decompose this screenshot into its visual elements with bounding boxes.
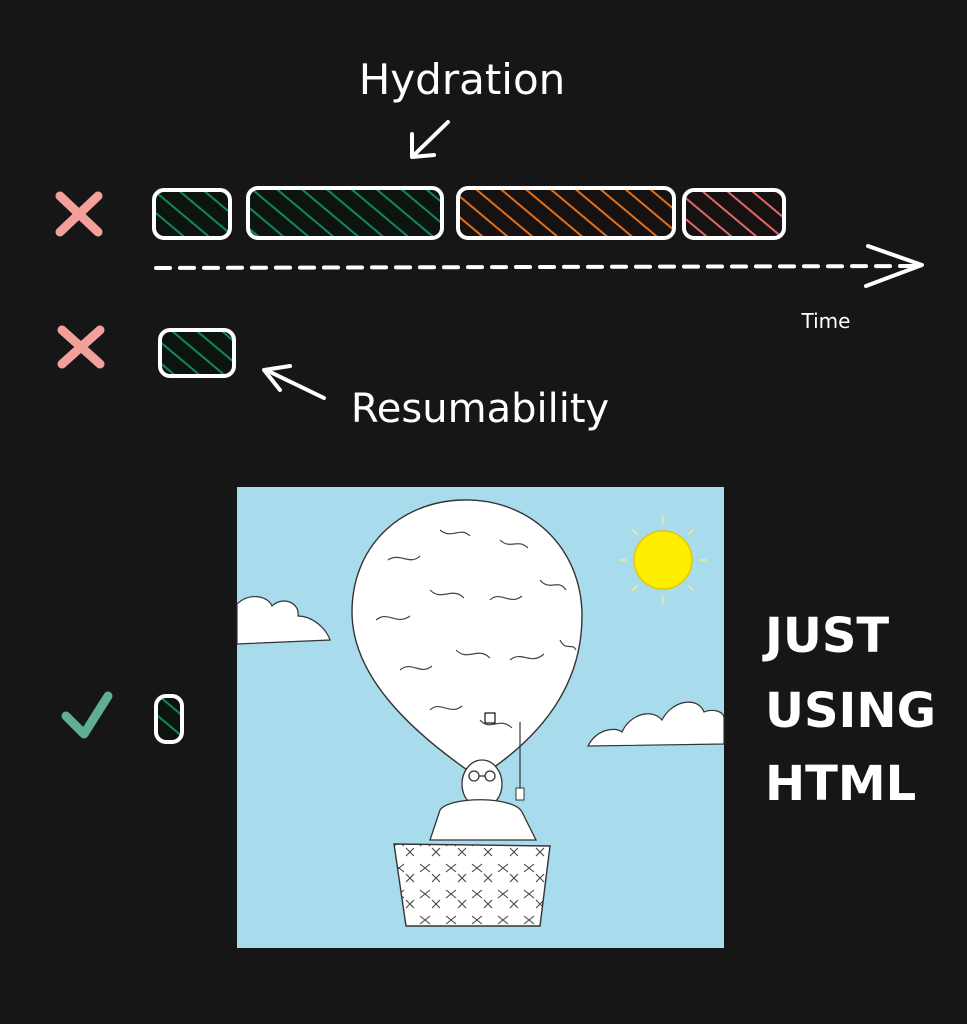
hydration-label: Hydration bbox=[359, 55, 566, 104]
time-axis-arrow bbox=[154, 244, 924, 288]
passenger bbox=[429, 759, 538, 841]
timeline-segments bbox=[152, 186, 786, 240]
timeline-segment-2 bbox=[246, 186, 444, 240]
slogan-line3: HTML bbox=[765, 756, 916, 812]
slogan: JUST USING HTML bbox=[762, 608, 936, 812]
timeline-segment-4 bbox=[682, 188, 786, 240]
hot-air-balloon-illustration bbox=[236, 487, 725, 948]
zero-label: 0 bbox=[159, 707, 178, 742]
cloud-left bbox=[236, 596, 331, 645]
status-check-icon-row3 bbox=[61, 691, 113, 739]
slogan-line2: USING bbox=[765, 683, 936, 739]
status-cross-icon-row2 bbox=[57, 325, 105, 369]
status-cross-icon-row1 bbox=[55, 191, 103, 237]
arrow-icon bbox=[262, 364, 326, 400]
sun-icon bbox=[619, 516, 707, 604]
time-label: Time bbox=[801, 309, 851, 333]
timeline-segment-1 bbox=[152, 188, 232, 240]
zero-segment bbox=[154, 694, 184, 744]
basket bbox=[393, 843, 551, 927]
resumability-segment bbox=[158, 328, 236, 378]
arrow-icon bbox=[410, 120, 450, 159]
cloud-right bbox=[587, 701, 725, 747]
resumability-label: Resumability bbox=[351, 386, 609, 432]
timeline-segment-3 bbox=[456, 186, 676, 240]
slogan-line1: JUST bbox=[762, 608, 889, 664]
